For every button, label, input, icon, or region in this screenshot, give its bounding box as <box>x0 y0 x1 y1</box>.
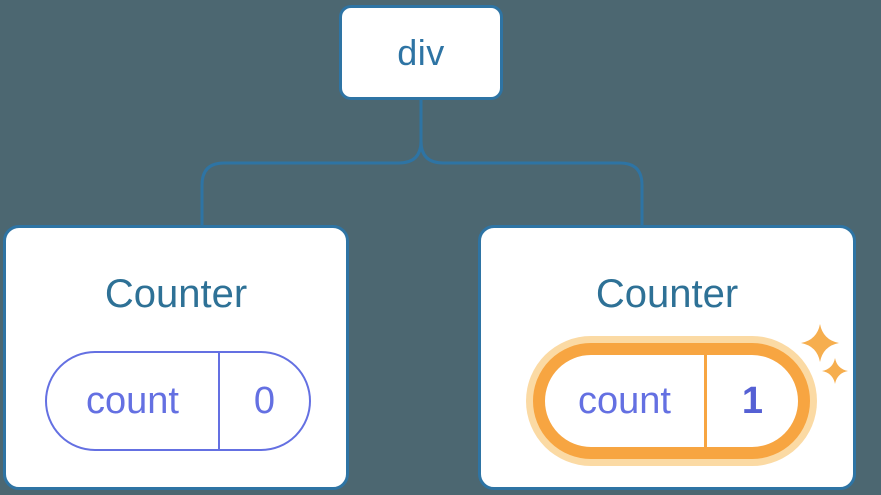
root-node-label: div <box>397 31 445 73</box>
state-value: 1 <box>741 379 764 422</box>
counter-title: Counter <box>104 272 248 316</box>
root-node: div <box>339 5 503 100</box>
state-pill-divider <box>218 353 220 449</box>
state-key-label: count <box>86 379 179 422</box>
counter-card-left: Counter count 0 <box>3 225 349 490</box>
state-pill: count 0 <box>45 351 311 451</box>
sparkle-large-icon <box>801 324 839 362</box>
state-key-label: count <box>578 379 671 422</box>
sparkle-small-icon <box>822 358 848 384</box>
state-pill-divider <box>704 355 707 447</box>
state-value: 0 <box>253 379 276 422</box>
state-pill-highlighted: count 1 <box>533 343 810 459</box>
counter-title: Counter <box>595 272 739 316</box>
counter-card-right: Counter count 1 <box>478 225 856 490</box>
